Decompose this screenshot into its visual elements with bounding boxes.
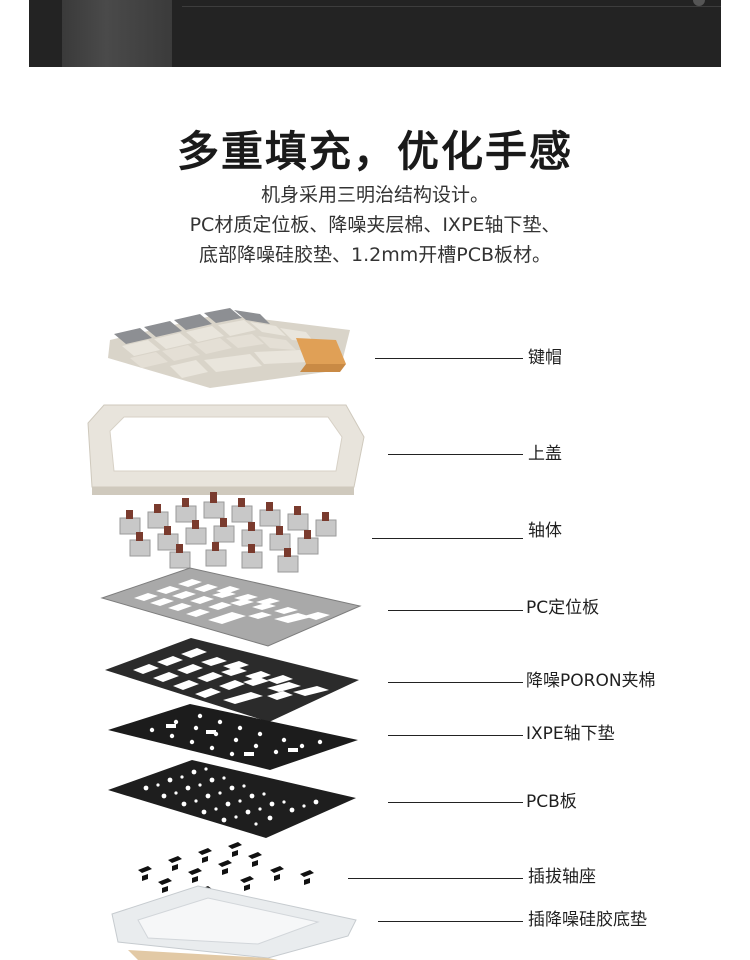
callout-line-hotswap-sockets bbox=[348, 878, 523, 879]
label-ixpe-pad: IXPE轴下垫 bbox=[526, 724, 615, 744]
top-banner-image bbox=[29, 0, 721, 67]
label-poron-foam: 降噪PORON夹棉 bbox=[526, 671, 656, 691]
callout-line-keycaps bbox=[375, 358, 523, 359]
description-line-2: PC材质定位板、降噪夹层棉、IXPE轴下垫、 bbox=[0, 210, 750, 237]
label-pcb-board: PCB板 bbox=[526, 792, 577, 812]
headline: 多重填充，优化手感 bbox=[0, 118, 750, 179]
callout-line-poron-foam bbox=[388, 682, 523, 683]
label-hotswap-sockets: 插拔轴座 bbox=[528, 867, 596, 887]
label-switches: 轴体 bbox=[528, 521, 562, 541]
callout-line-silicone-bottom-pad bbox=[378, 921, 523, 922]
label-pc-plate: PC定位板 bbox=[526, 598, 599, 618]
banner-shade bbox=[62, 0, 172, 67]
pcb-board-layer-image bbox=[106, 756, 358, 840]
banner-rule bbox=[182, 6, 721, 7]
label-keycaps: 键帽 bbox=[528, 348, 562, 368]
keycaps-layer-image bbox=[100, 300, 360, 390]
callout-line-pc-plate bbox=[388, 610, 523, 611]
callout-line-ixpe-pad bbox=[388, 735, 523, 736]
callout-line-switches bbox=[372, 538, 523, 539]
callout-line-pcb-board bbox=[388, 802, 523, 803]
silicone-bottom-pad-layer-image bbox=[108, 880, 358, 960]
label-silicone-bottom-pad: 插降噪硅胶底垫 bbox=[528, 910, 647, 930]
description-line-1: 机身采用三明治结构设计。 bbox=[0, 180, 750, 207]
description-line-3: 底部降噪硅胶垫、1.2mm开槽PCB板材。 bbox=[0, 240, 750, 267]
callout-line-top-case bbox=[388, 454, 523, 455]
top-case-layer-image bbox=[84, 395, 370, 495]
label-top-case: 上盖 bbox=[528, 444, 562, 464]
